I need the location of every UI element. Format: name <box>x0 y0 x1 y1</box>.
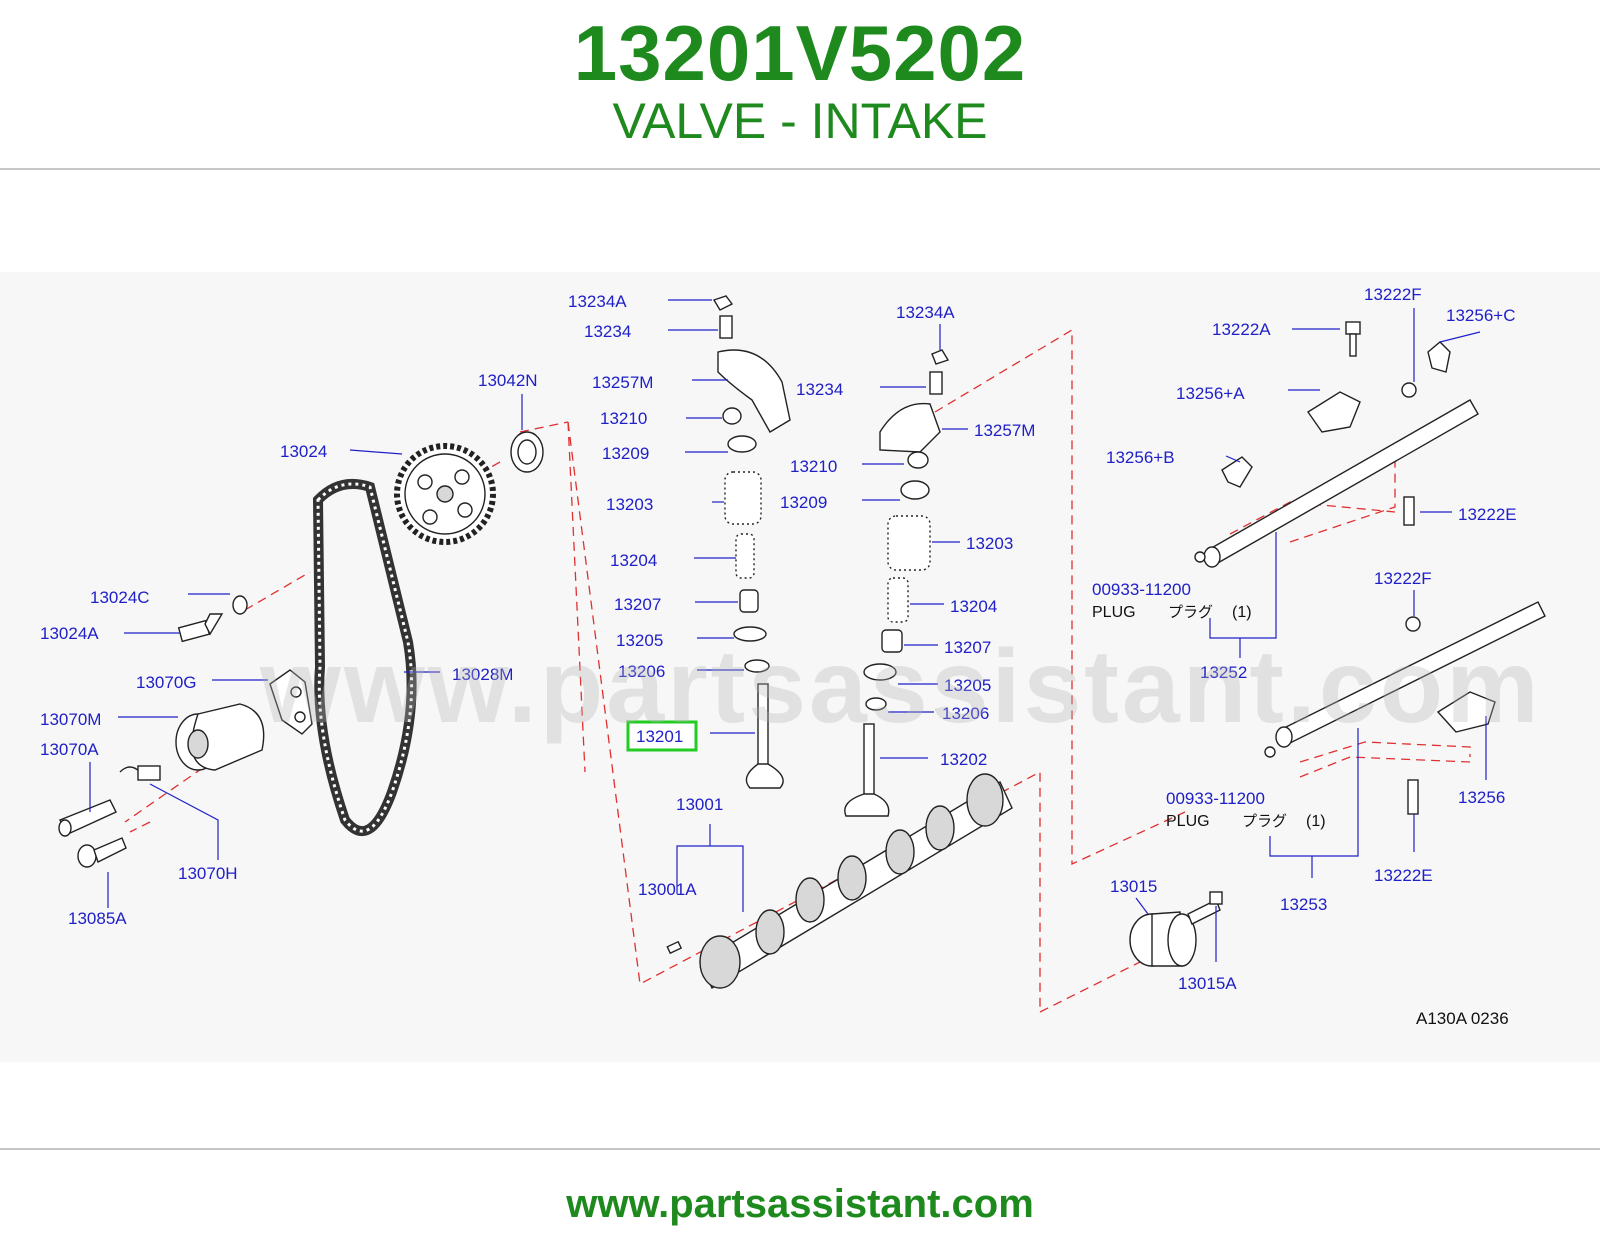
plug-name-lower: PLUG <box>1166 813 1210 830</box>
valve-stack-intake <box>712 295 791 673</box>
label-13001A: 13001A <box>638 880 697 899</box>
plug-jp-upper: プラグ <box>1168 603 1213 621</box>
belt-tensioner <box>175 669 313 771</box>
bolt-13070A <box>58 799 117 837</box>
label-13042N: 13042N <box>478 371 538 390</box>
footer-url[interactable]: www.partsassistant.com <box>566 1182 1034 1226</box>
label-13222A: 13222A <box>1212 320 1271 339</box>
label-13234A-intake: 13234A <box>568 292 627 311</box>
label-13204-intake: 13204 <box>610 551 657 570</box>
label-13206-exhaust: 13206 <box>942 704 989 723</box>
label-13256B: 13256+B <box>1106 448 1175 467</box>
valve-stack-exhaust <box>844 349 950 817</box>
label-13207-exhaust: 13207 <box>944 638 991 657</box>
leader-lines <box>89 299 1487 962</box>
label-13234A-exhaust: 13234A <box>896 303 955 322</box>
timing-belt <box>312 479 417 836</box>
label-13201-highlighted: 13201 <box>636 727 683 746</box>
bottom-divider <box>0 1148 1600 1150</box>
label-13222E-lower: 13222E <box>1374 866 1433 885</box>
label-13024: 13024 <box>280 442 327 461</box>
label-13222E-upper: 13222E <box>1458 505 1517 524</box>
highlight-box-13201 <box>626 720 698 752</box>
header: 13201V5202 VALVE - INTAKE <box>0 0 1600 168</box>
bolt-13024A <box>177 613 224 643</box>
label-13209-intake: 13209 <box>602 444 649 463</box>
label-13256C: 13256+C <box>1446 306 1515 325</box>
label-13202: 13202 <box>940 750 987 769</box>
callout-labels: 13234A 13234 13257M 13210 13209 13203 13… <box>40 285 1517 1028</box>
label-13015: 13015 <box>1110 877 1157 896</box>
top-divider <box>0 168 1600 170</box>
plug-jp-lower: プラグ <box>1242 812 1287 830</box>
plug-name-upper: PLUG <box>1092 604 1136 621</box>
label-00933-lower: 00933-11200 <box>1166 789 1265 808</box>
pulley-13015 <box>1129 891 1223 967</box>
part-number-title: 13201V5202 <box>573 9 1027 97</box>
label-13070H: 13070H <box>178 864 238 883</box>
label-13070A: 13070A <box>40 740 99 759</box>
label-13001: 13001 <box>676 795 723 814</box>
label-13210-exhaust: 13210 <box>790 457 837 476</box>
label-13024A: 13024A <box>40 624 99 643</box>
label-13253: 13253 <box>1280 895 1327 914</box>
washer <box>232 595 248 615</box>
label-13256A: 13256+A <box>1176 384 1245 403</box>
part-name-subtitle: VALVE - INTAKE <box>612 93 988 149</box>
parts-diagram: 13234A 13234 13257M 13210 13209 13203 13… <box>40 285 1546 1028</box>
label-13210-intake: 13210 <box>600 409 647 428</box>
label-13028M: 13028M <box>452 665 513 684</box>
label-13207-intake: 13207 <box>614 595 661 614</box>
label-13222F-upper: 13222F <box>1364 285 1422 304</box>
label-13234-intake: 13234 <box>584 322 631 341</box>
label-13070M: 13070M <box>40 710 101 729</box>
label-13256: 13256 <box>1458 788 1505 807</box>
label-13070G: 13070G <box>136 673 197 692</box>
label-13015A: 13015A <box>1178 974 1237 993</box>
label-13085A: 13085A <box>68 909 127 928</box>
rocker-shaft-lower <box>1264 601 1546 815</box>
intake-valve-13201 <box>745 683 784 789</box>
assembly-guide-lines <box>124 328 1471 1013</box>
label-13222F-lower: 13222F <box>1374 569 1432 588</box>
label-13206-intake: 13206 <box>618 662 665 681</box>
label-13234-exhaust: 13234 <box>796 380 843 399</box>
camshaft <box>666 773 1013 990</box>
label-13205-intake: 13205 <box>616 631 663 650</box>
label-13209-exhaust: 13209 <box>780 493 827 512</box>
bolt-13085A <box>77 837 127 868</box>
label-13203-exhaust: 13203 <box>966 534 1013 553</box>
label-13024C: 13024C <box>90 588 150 607</box>
label-13205-exhaust: 13205 <box>944 676 991 695</box>
plug-qty-lower: (1) <box>1306 813 1326 830</box>
plug-qty-upper: (1) <box>1232 604 1252 621</box>
label-13252: 13252 <box>1200 663 1247 682</box>
label-13203-intake: 13203 <box>606 495 653 514</box>
label-13257M-exhaust: 13257M <box>974 421 1035 440</box>
label-13257M-intake: 13257M <box>592 373 653 392</box>
rocker-shaft-upper <box>1194 321 1479 568</box>
label-00933-upper: 00933-11200 <box>1092 580 1191 599</box>
diagram-code: A130A 0236 <box>1416 1009 1509 1028</box>
camshaft-sprocket <box>394 443 496 545</box>
tensioner-spring <box>119 765 161 781</box>
label-13204-exhaust: 13204 <box>950 597 997 616</box>
